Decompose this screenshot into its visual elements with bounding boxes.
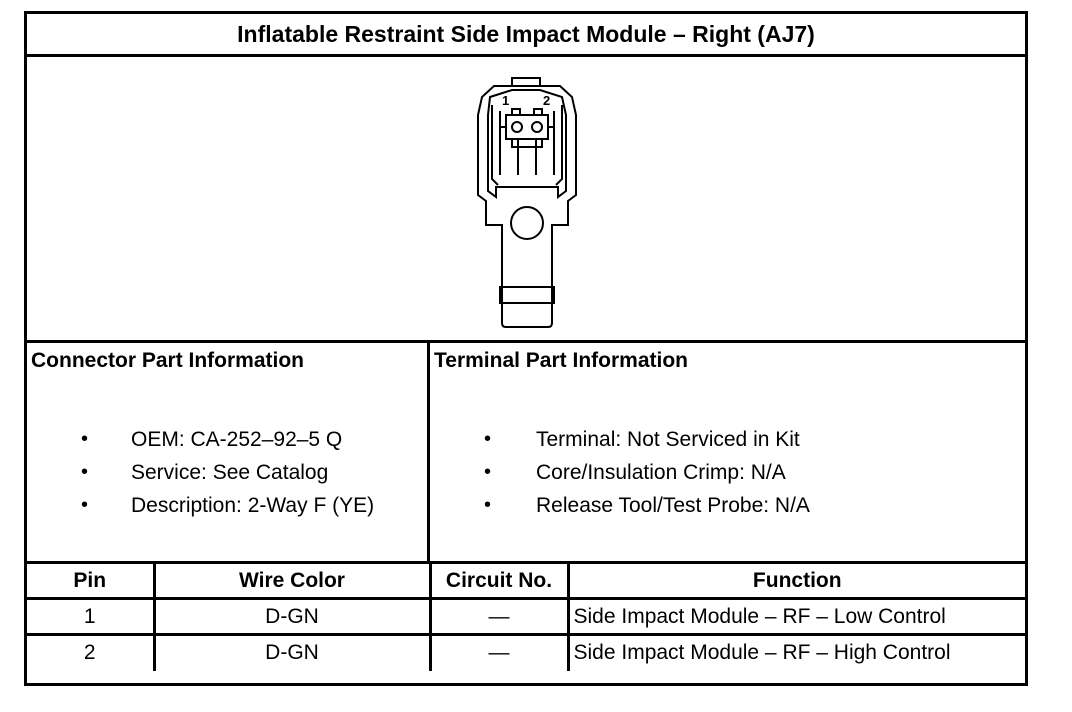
bullet-icon: • [484,428,492,450]
table-row: 2 D-GN — Side Impact Module – RF – High … [27,633,1025,671]
connector-info-text: Service: See Catalog [131,461,329,484]
table-row: 1 D-GN — Side Impact Module – RF – Low C… [27,597,1025,636]
connector-face-drawing: 1 2 [477,77,577,328]
bullet-icon: • [484,494,492,516]
table-header-row: Pin Wire Color Circuit No. Function [27,561,1025,600]
pin-2-label: 2 [543,93,550,108]
connector-figure: 1 2 [27,57,1025,343]
wire-color-cell: D-GN [152,633,432,671]
terminal-part-info: Terminal Part Information • Terminal: Not… [430,343,1025,561]
pin-1-label: 1 [502,93,509,108]
terminal-info-text: Release Tool/Test Probe: N/A [536,494,810,517]
function-cell: Side Impact Module – RF – High Control [566,633,1025,671]
bullet-icon: • [81,494,89,516]
terminal-info-text: Terminal: Not Serviced in Kit [536,428,800,451]
page-title: Inflatable Restraint Side Impact Module … [27,14,1025,57]
terminal-info-text: Core/Insulation Crimp: N/A [536,461,786,484]
bullet-icon: • [484,461,492,483]
column-header-pin: Pin [27,561,156,600]
connector-info-text: Description: 2-Way F (YE) [131,494,375,517]
circuit-cell: — [428,633,570,671]
column-header-function: Function [566,561,1025,600]
pin-table: Pin Wire Color Circuit No. Function 1 D-… [27,561,1025,671]
function-cell: Side Impact Module – RF – Low Control [566,597,1025,636]
pin-cell: 1 [27,597,156,636]
wire-color-cell: D-GN [152,597,432,636]
column-header-wire-color: Wire Color [152,561,432,600]
bullet-icon: • [81,461,89,483]
connector-info-text: OEM: CA-252–92–5 Q [131,428,343,451]
connector-info-heading: Connector Part Information [31,349,305,372]
connector-part-info: Connector Part Information • OEM: CA-252–… [27,343,430,561]
terminal-info-heading: Terminal Part Information [434,349,688,372]
column-header-circuit: Circuit No. [428,561,570,600]
pin-cell: 2 [27,633,156,671]
bullet-icon: • [81,428,89,450]
connector-sheet: Inflatable Restraint Side Impact Module … [24,11,1028,686]
circuit-cell: — [428,597,570,636]
